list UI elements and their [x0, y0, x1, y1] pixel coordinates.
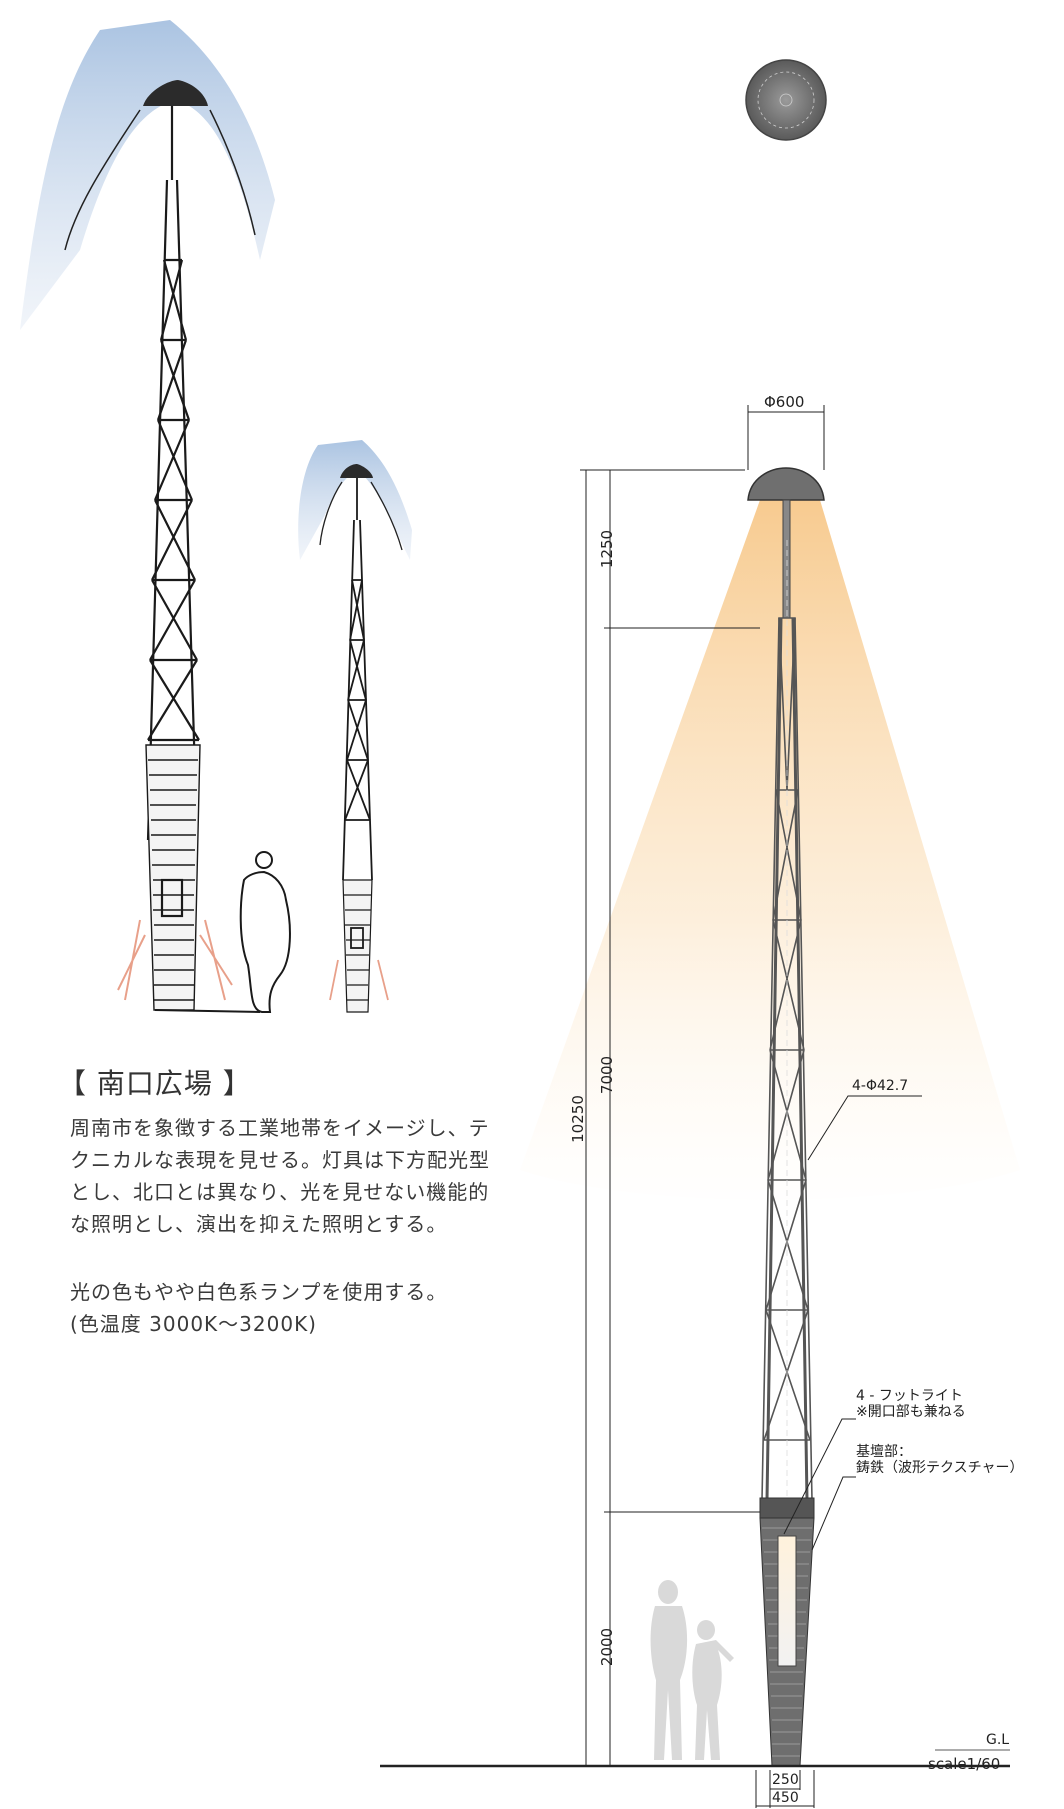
sketch-light-line-right	[209, 109, 256, 236]
base-note-2: 鋳鉄（波形テクスチャー）	[856, 1460, 1024, 1476]
sketch-lamp-small	[340, 464, 373, 478]
lamp-diameter-label: Φ600	[764, 393, 805, 411]
lamp-head	[747, 467, 825, 501]
base-width-bottom-label: 450	[772, 1790, 799, 1806]
scale-label: scale1/60	[928, 1755, 1001, 1773]
sketch-lamp-large	[143, 80, 208, 106]
sketch-base-small	[342, 879, 373, 1013]
sketch-sky-wash-small	[298, 440, 412, 560]
base-note-1: 基壇部：	[856, 1444, 912, 1460]
sketch-foot-glow-small	[329, 959, 389, 1001]
height-dimensions	[580, 469, 760, 1766]
lamp-plan-view	[745, 59, 827, 141]
lamp-line-1: 光の色もやや白色系ランプを使用する。	[70, 1280, 448, 1304]
sketch-person	[239, 851, 291, 1013]
footlight-note-1: 4 - フットライト	[856, 1388, 963, 1404]
description-line-4: な照明とし、演出を抑えた照明とする。	[70, 1212, 448, 1236]
base-width-top-label: 250	[772, 1772, 799, 1788]
pedestal-base	[759, 1497, 815, 1767]
sketch-sky-wash-large	[20, 20, 275, 330]
leader-lines	[783, 1095, 922, 1551]
top-section-label: 1250	[598, 529, 617, 569]
sketch-tower-large	[146, 106, 200, 841]
sketch-ground-large	[154, 1009, 261, 1013]
description-line-2: クニカルな表現を見せる。灯具は下方配光型	[70, 1148, 490, 1172]
mast-rod	[782, 499, 791, 619]
description-line-1: 周南市を象徴する工業地帯をイメージし、テ	[70, 1116, 490, 1140]
total-height-label: 10250	[568, 1095, 587, 1143]
sketch-base-large	[145, 744, 201, 1011]
human-silhouettes	[650, 1580, 734, 1760]
section-title: 【 南口広場 】	[58, 1067, 252, 1100]
footlight-note-2: ※開口部も兼ねる	[856, 1404, 966, 1420]
sketch-illustration	[20, 20, 412, 1013]
description-line-3: とし、北口とは異なり、光を見せない機能的	[70, 1180, 490, 1204]
ground-label: G.L	[986, 1732, 1010, 1748]
base-width-dimensions	[755, 1770, 815, 1808]
middle-section-label: 7000	[598, 1055, 617, 1095]
pipe-note: 4-Φ42.7	[852, 1078, 909, 1094]
light-cone	[520, 500, 1020, 1200]
lamp-diameter-dimension	[747, 405, 825, 470]
base-section-label: 2000	[598, 1627, 617, 1667]
sketch-foot-glow-large	[117, 919, 233, 1001]
sketch-light-line-left	[64, 109, 141, 251]
sketch-tower-small	[342, 478, 373, 881]
footlight-opening	[777, 1535, 797, 1667]
lamp-line-2: (色温度 3000K〜3200K)	[70, 1312, 317, 1336]
